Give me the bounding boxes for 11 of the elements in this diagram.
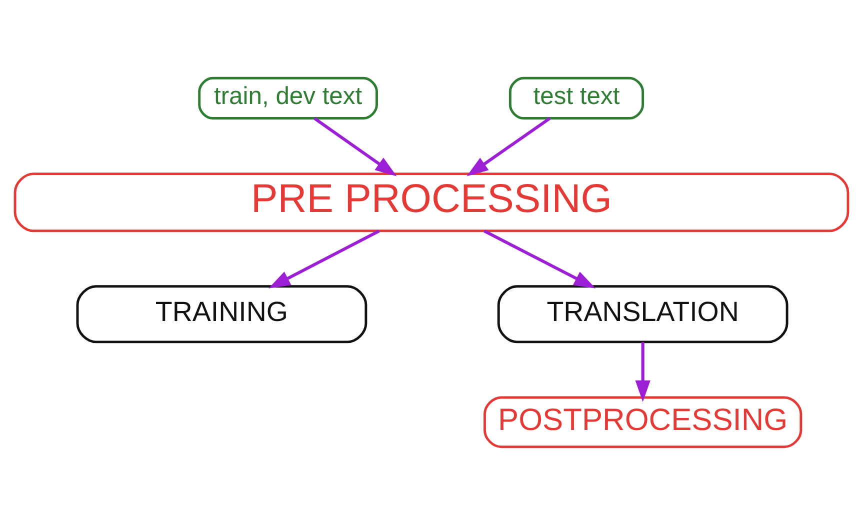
arrow <box>466 116 551 176</box>
node-box: POSTPROCESSING <box>483 396 802 448</box>
arrow <box>635 342 650 402</box>
arrow <box>268 229 380 288</box>
node-box: train, dev text <box>198 76 378 119</box>
node-box: test text <box>508 76 644 119</box>
node-box: TRANSLATION <box>497 284 788 343</box>
arrow <box>313 116 397 176</box>
arrow <box>484 229 596 288</box>
node-box: PRE PROCESSING <box>14 172 850 232</box>
node-box: TRAINING <box>76 284 368 343</box>
